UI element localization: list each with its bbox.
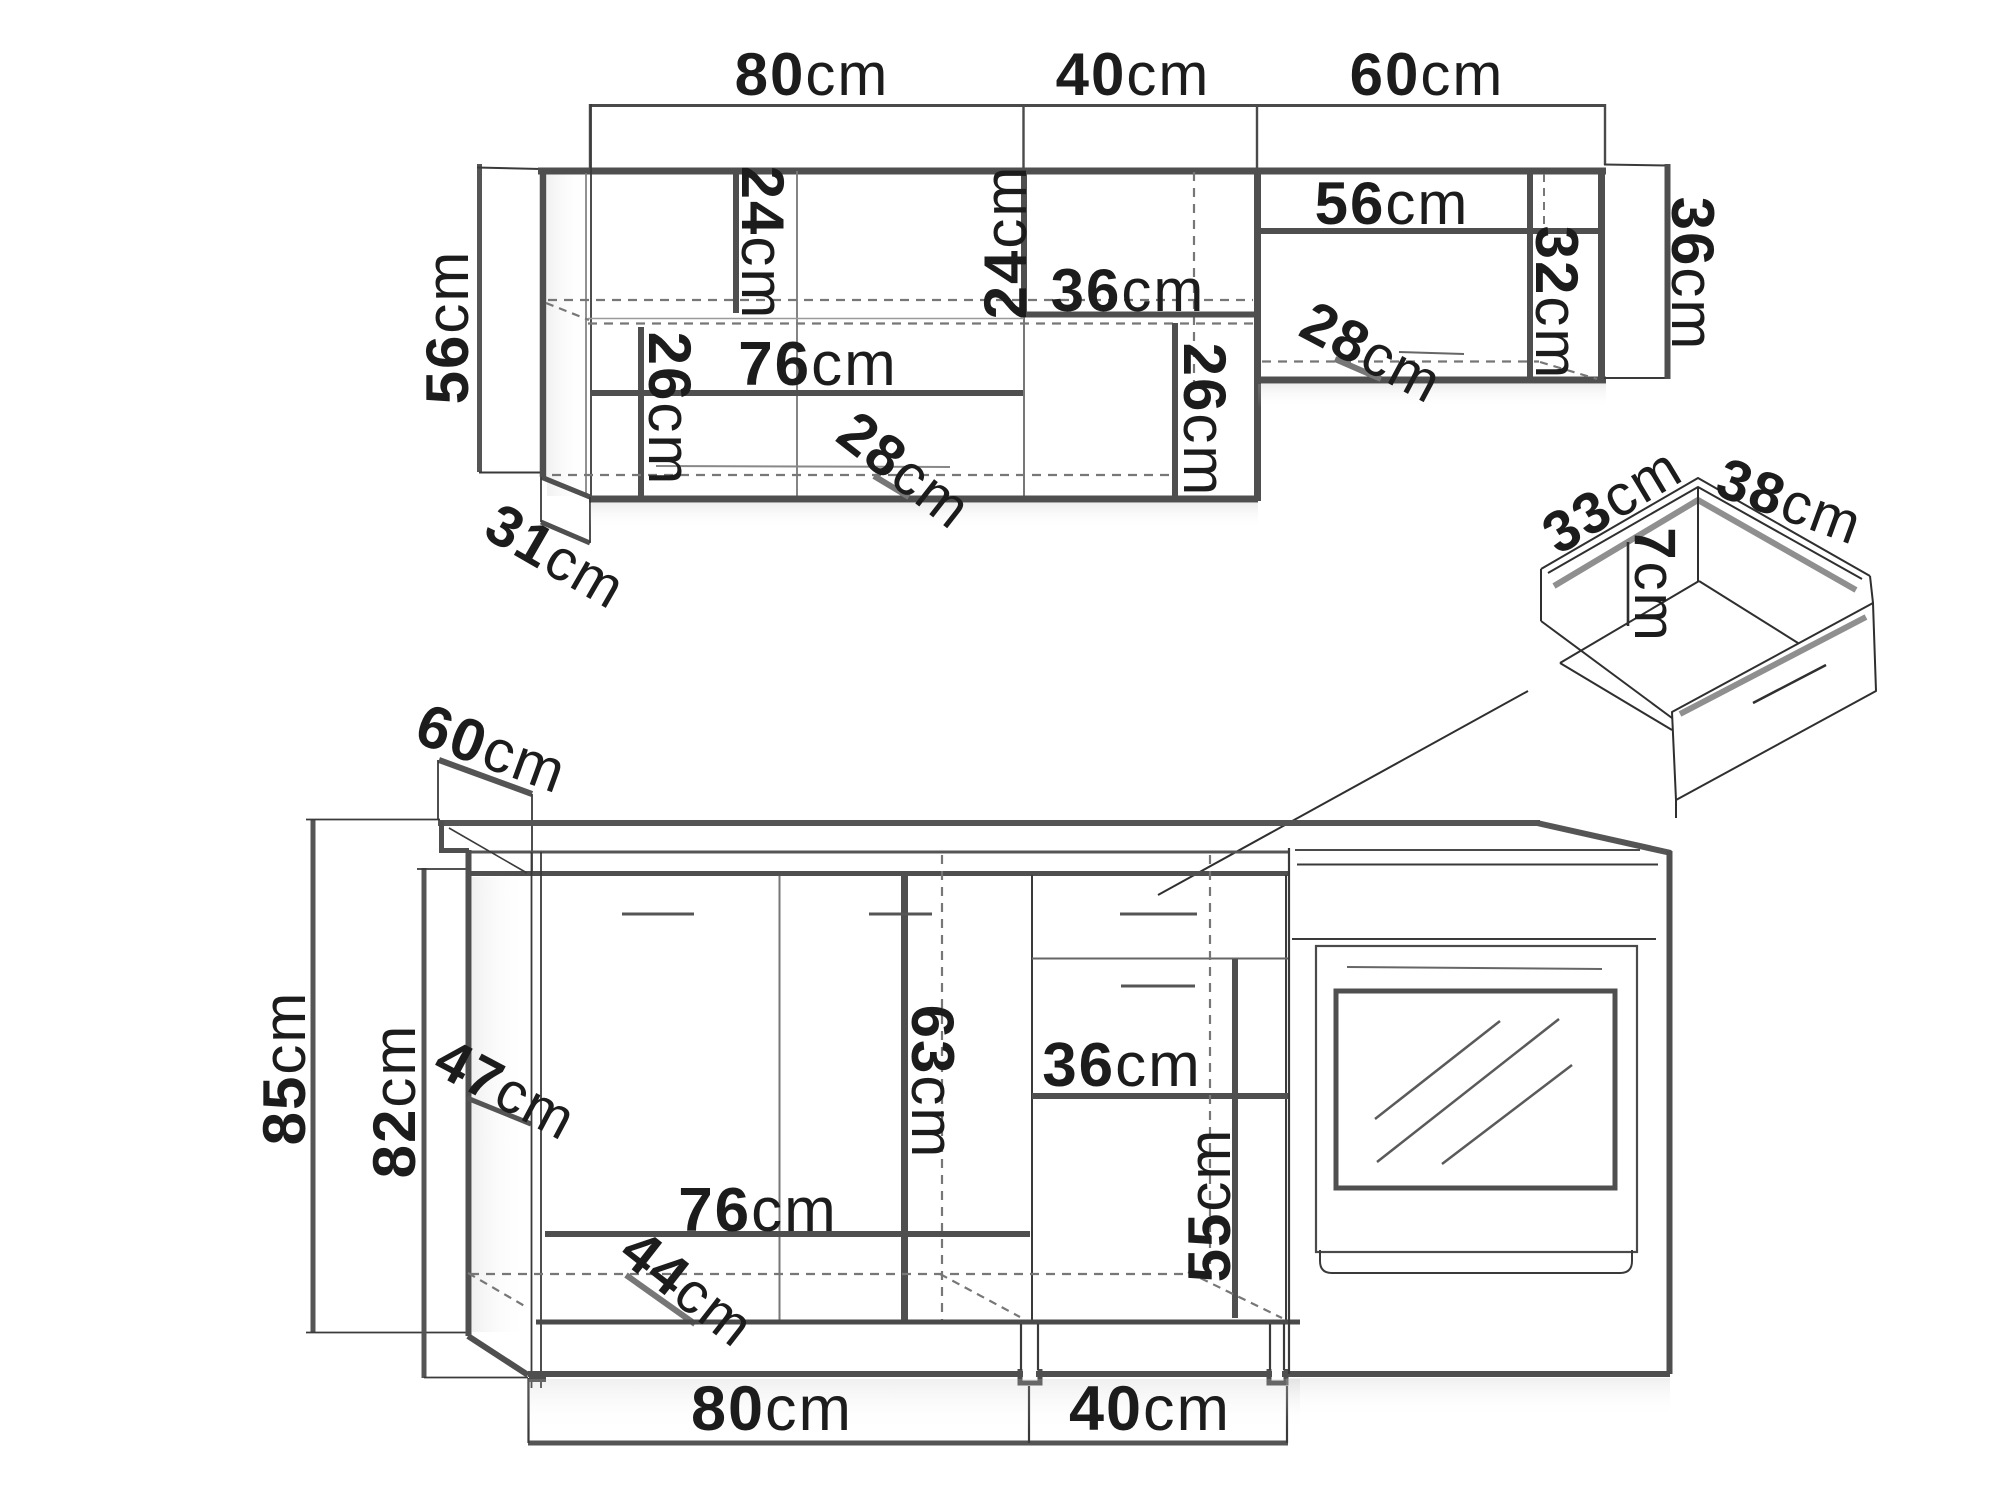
svg-text:36cm: 36cm [1659,197,1726,352]
svg-text:40cm: 40cm [1056,41,1211,108]
svg-text:85cm: 85cm [251,991,318,1146]
svg-text:7cm: 7cm [1622,527,1687,643]
svg-text:36cm: 36cm [1042,1031,1202,1100]
svg-text:56cm: 56cm [414,250,481,405]
svg-text:76cm: 76cm [738,330,898,399]
svg-text:26cm: 26cm [636,332,703,487]
svg-text:55cm: 55cm [1176,1128,1243,1283]
svg-text:32cm: 32cm [1523,226,1590,381]
svg-text:60cm: 60cm [1350,41,1505,108]
svg-text:63cm: 63cm [899,1005,966,1160]
svg-text:24cm: 24cm [972,165,1039,320]
svg-text:76cm: 76cm [678,1176,838,1245]
svg-text:82cm: 82cm [361,1024,428,1179]
svg-text:24cm: 24cm [729,166,796,321]
svg-text:36cm: 36cm [1051,257,1206,324]
svg-text:26cm: 26cm [1171,343,1238,498]
svg-text:80cm: 80cm [691,1374,853,1444]
svg-text:40cm: 40cm [1069,1374,1231,1444]
svg-text:56cm: 56cm [1315,170,1470,237]
svg-text:80cm: 80cm [735,41,890,108]
